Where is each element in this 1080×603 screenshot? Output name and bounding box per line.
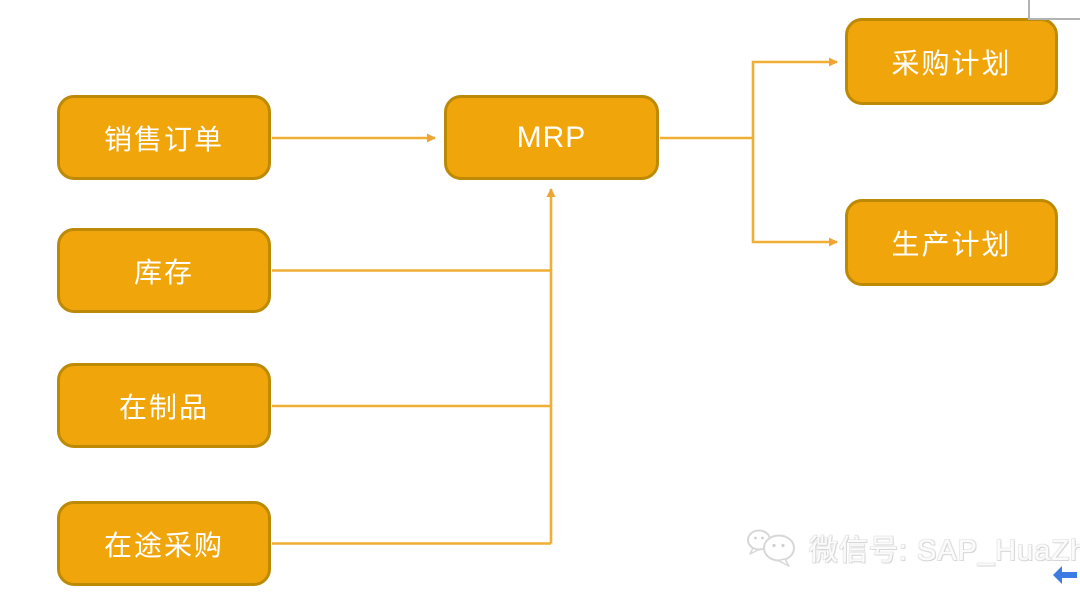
node-production-plan-label: 生产计划	[891, 228, 1012, 260]
node-mrp-label: MRP	[516, 120, 587, 154]
edge-mrp-to-production-plan	[751, 138, 838, 247]
node-wip: 在制品	[57, 363, 271, 448]
node-purchase-plan: 采购计划	[845, 18, 1058, 105]
node-inventory-label: 库存	[133, 256, 194, 288]
node-transit-purchase: 在途采购	[57, 501, 271, 586]
node-production-plan: 生产计划	[845, 199, 1058, 286]
node-purchase-plan-label: 采购计划	[891, 47, 1012, 79]
node-transit-purchase-label: 在途采购	[103, 529, 224, 561]
node-sales-order-label: 销售订单	[103, 123, 224, 155]
watermark-text: 微信号: SAP_HuaZhi	[809, 535, 1080, 567]
wechat-icon	[747, 529, 795, 567]
frame-corner	[1028, 0, 1080, 20]
node-inventory: 库存	[57, 228, 271, 313]
node-mrp: MRP	[444, 95, 659, 180]
node-wip-label: 在制品	[118, 391, 209, 423]
edge-mrp-to-purchase-plan	[751, 57, 838, 138]
node-sales-order: 销售订单	[57, 95, 271, 180]
watermark: 微信号: SAP_HuaZhi	[745, 523, 1080, 573]
back-arrow-icon[interactable]	[1052, 565, 1078, 585]
